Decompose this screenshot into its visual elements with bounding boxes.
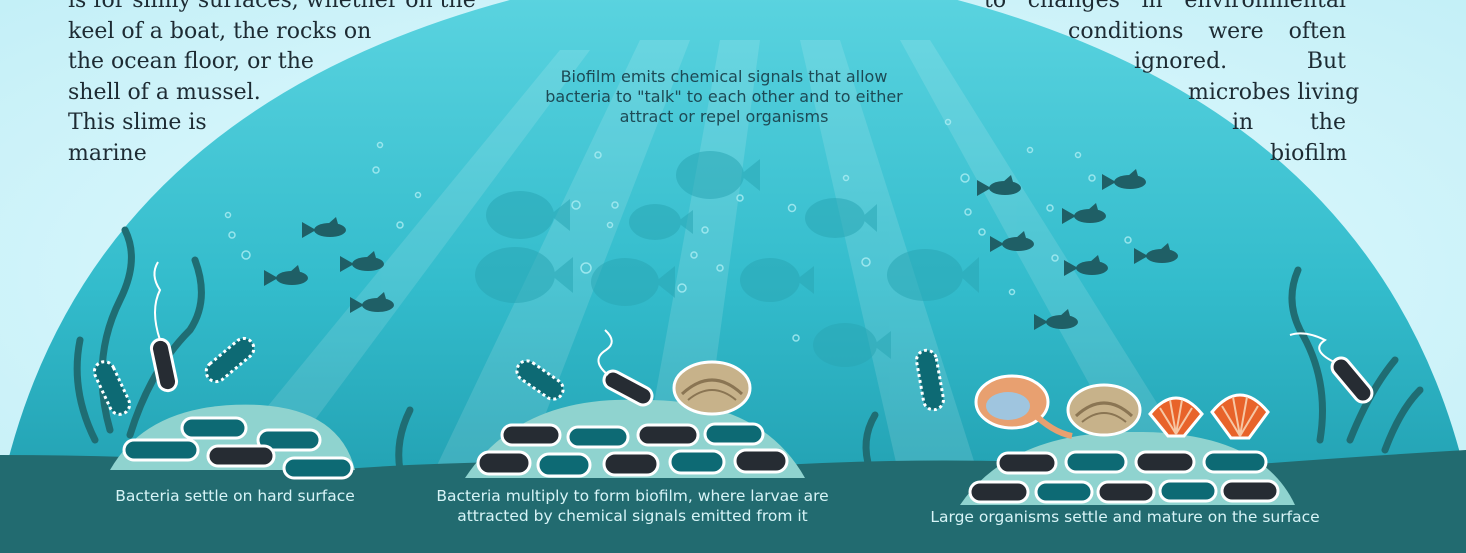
word: the <box>1310 108 1346 139</box>
stage-2-caption: Bacteria multiply to form biofilm, where… <box>430 486 835 526</box>
text-line: conditions were often <box>1068 17 1346 48</box>
word: But <box>1307 47 1346 78</box>
oyster-shell-1 <box>674 362 750 414</box>
stage-1-caption: Bacteria settle on hard surface <box>95 486 375 506</box>
text-line: ignored. But <box>1134 47 1346 78</box>
word: often <box>1289 17 1346 48</box>
text-line: shell of a mussel. <box>68 78 438 109</box>
word: microbes living <box>1188 78 1359 109</box>
oyster-shell-2 <box>1068 385 1140 435</box>
text-line: marine <box>68 139 438 170</box>
word: environmental <box>1184 0 1346 17</box>
intro-text-left: is for slimy surfaces, whether on the ke… <box>68 0 438 169</box>
word: changes <box>1028 0 1120 17</box>
text-line: biofilm <box>1270 139 1346 170</box>
text-line: to changes in environmental <box>984 0 1346 17</box>
word: conditions <box>1068 17 1183 48</box>
word: in <box>1142 0 1163 17</box>
text-line: This slime is <box>68 108 438 139</box>
signal-caption: Biofilm emits chemical signals that allo… <box>528 67 920 127</box>
word: to <box>984 0 1006 17</box>
text-line: is for slimy surfaces, whether on the <box>68 0 438 17</box>
word: ignored. <box>1134 47 1227 78</box>
text-line: in the <box>1232 108 1346 139</box>
text-line: keel of a boat, the rocks on <box>68 17 438 48</box>
text-line: microbes living <box>1188 78 1346 109</box>
word: biofilm <box>1270 139 1347 170</box>
intro-text-right: to changes in environmental conditions w… <box>960 0 1346 169</box>
word: in <box>1232 108 1253 139</box>
word: were <box>1208 17 1263 48</box>
stage-3-caption: Large organisms settle and mature on the… <box>905 507 1345 527</box>
text-line: the ocean floor, or the <box>68 47 438 78</box>
